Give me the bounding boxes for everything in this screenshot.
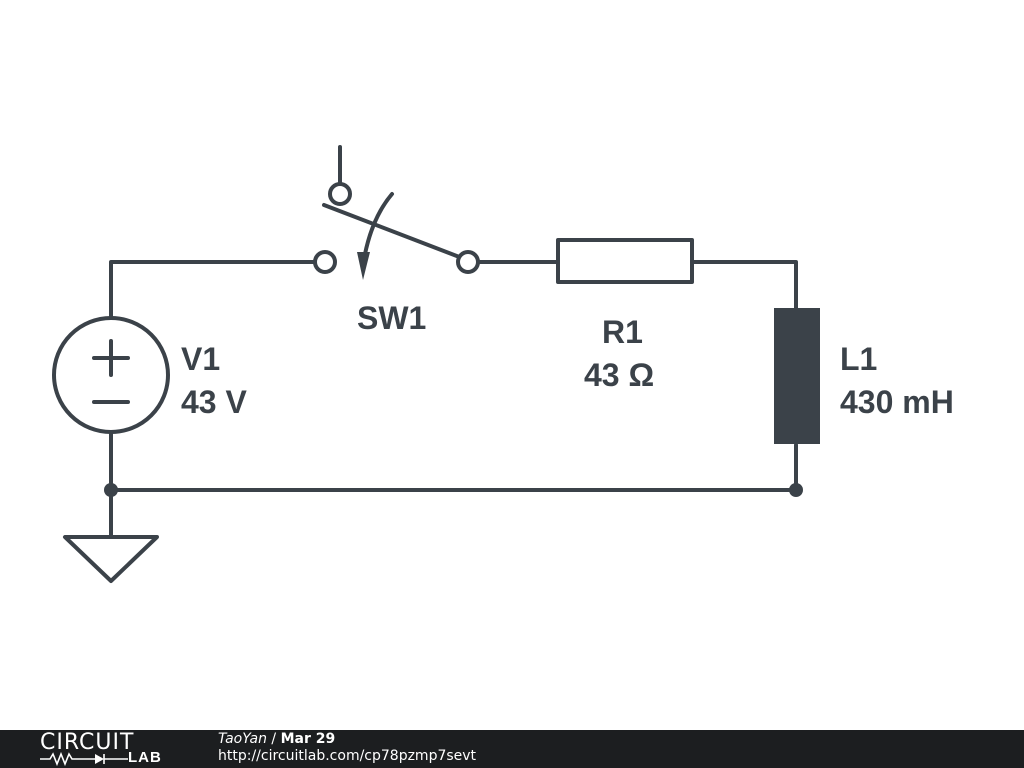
- inductor-symbol: [774, 308, 820, 444]
- v1-value-label: 43 V: [181, 384, 247, 420]
- logo-wordmark-top: CIRCUIT: [40, 730, 135, 755]
- l1-value-label: 430 mH: [840, 384, 954, 420]
- switch-arrow-head: [357, 252, 370, 280]
- r1-value-label: 43 Ω: [584, 357, 654, 393]
- url-line: http://circuitlab.com/cp78pzmp7sevt: [218, 748, 476, 765]
- l1-name-label: L1: [840, 341, 877, 377]
- switch-right-terminal: [456, 250, 480, 274]
- switch-blade: [322, 203, 464, 260]
- circuitlab-logo[interactable]: CIRCUIT LAB: [40, 730, 180, 767]
- footer-info: TaoYan / Mar 29 http://circuitlab.com/cp…: [218, 731, 476, 765]
- circuit-url-link[interactable]: http://circuitlab.com/cp78pzmp7sevt: [218, 748, 477, 764]
- plus-sign-icon: [92, 339, 130, 377]
- junction-dot-left: [104, 483, 118, 497]
- sw1-name-label: SW1: [357, 300, 426, 336]
- switch-pivot-terminal: [328, 182, 352, 206]
- r1-name-label: R1: [602, 314, 643, 350]
- publish-date: Mar 29: [280, 731, 336, 747]
- ground-symbol: [63, 535, 159, 583]
- voltage-source-symbol: [52, 316, 170, 434]
- wire-top-left: [109, 260, 317, 319]
- attribution-line: TaoYan / Mar 29: [218, 731, 476, 748]
- logo-circuit-icon: [40, 751, 128, 767]
- circuit-schematic: V1 43 V SW1 R1 43 Ω L1 430 mH: [52, 145, 954, 583]
- footer-bar: CIRCUIT LAB TaoYan / Mar 29 http://circu…: [0, 730, 1024, 768]
- separator: /: [266, 731, 281, 747]
- wire-resistor-inductor: [691, 260, 798, 312]
- logo-wordmark-bottom: LAB: [128, 749, 162, 766]
- resistor-symbol: [556, 238, 694, 284]
- author-name[interactable]: TaoYan: [218, 731, 267, 747]
- junction-dot-right: [789, 483, 803, 497]
- switch-left-terminal: [313, 250, 337, 274]
- v1-name-label: V1: [181, 341, 220, 377]
